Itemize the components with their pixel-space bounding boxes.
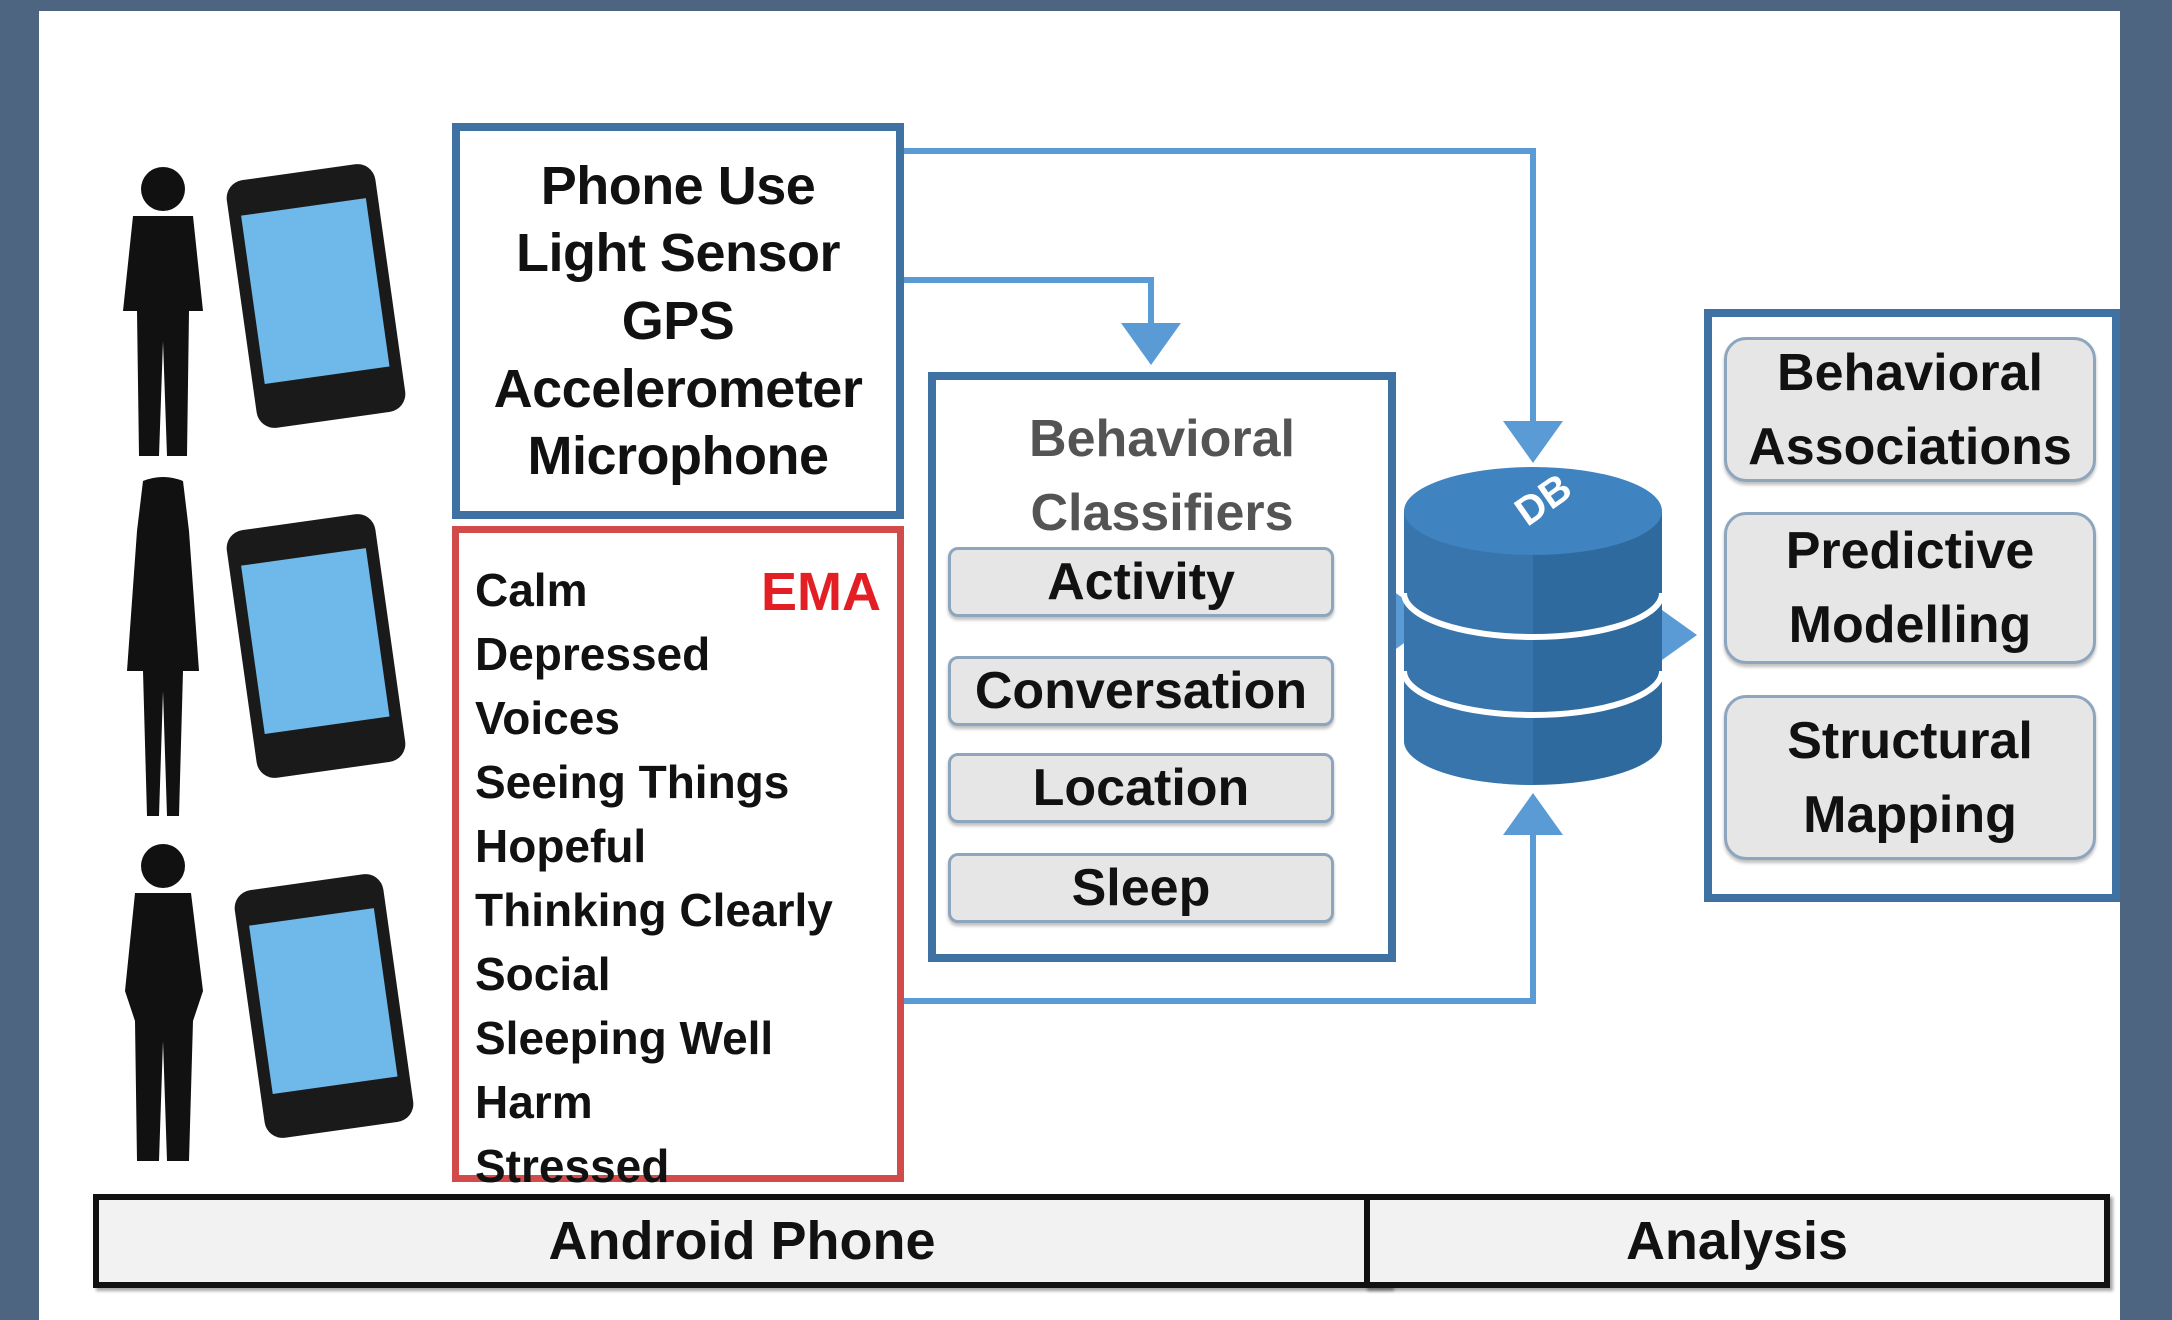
phone-icon <box>234 874 414 1138</box>
footer-android-phone: Android Phone <box>93 1194 1391 1288</box>
arrow-sensors-to-db <box>904 148 1563 463</box>
ema-item: Social <box>475 948 611 1000</box>
analysis-label-line: Predictive <box>1785 522 2035 580</box>
ema-item: Voices <box>475 692 620 744</box>
analysis-label-line: Structural <box>1787 711 2033 770</box>
analysis-methods-box: Behavioral Associations Predictive Model… <box>1704 309 2120 902</box>
ema-item: Calm <box>475 564 588 616</box>
arrow-ema-to-db <box>904 793 1563 1004</box>
sensor-label: Phone Use <box>540 155 816 216</box>
behavioral-classifiers-box: Behavioral Classifiers Activity Conversa… <box>928 372 1396 962</box>
classifiers-title-line2: Classifiers <box>1030 484 1294 542</box>
analysis-label-line: Modelling <box>1788 596 2032 654</box>
ema-item: Sleeping Well <box>475 1012 774 1064</box>
diagram-canvas: DB Phone Use <box>39 11 2120 1320</box>
analysis-predictive-modelling: Predictive Modelling <box>1724 512 2096 664</box>
classifier-sleep: Sleep <box>948 853 1334 923</box>
ema-item: Thinking Clearly <box>475 884 833 936</box>
ema-item-list: Calm Depressed Voices Seeing Things Hope… <box>475 563 833 1203</box>
person-silhouette-icon <box>123 167 203 456</box>
phone-icon <box>226 514 406 778</box>
analysis-label-line: Mapping <box>1803 785 2017 844</box>
footer-analysis: Analysis <box>1364 1194 2110 1288</box>
phone-icon <box>226 164 406 428</box>
ema-item: Stressed <box>475 1140 670 1192</box>
arrow-sensors-to-classifiers <box>904 277 1181 365</box>
ema-item: Seeing Things <box>475 756 790 808</box>
classifiers-title: Behavioral Classifiers <box>936 402 1388 550</box>
classifier-conversation: Conversation <box>948 656 1334 726</box>
analysis-label-line: Associations <box>1748 417 2072 476</box>
classifier-location: Location <box>948 753 1334 823</box>
analysis-behavioral-associations: Behavioral Associations <box>1724 337 2096 482</box>
sensor-sources-box: Phone Use Light Sensor GPS Accelerometer… <box>452 123 904 519</box>
ema-title: EMA <box>761 562 881 622</box>
ema-item: Harm <box>475 1076 593 1128</box>
database-icon: DB <box>1401 465 1665 785</box>
person-silhouette-icon <box>127 477 199 816</box>
person-silhouette-icon <box>125 844 203 1161</box>
ema-item: Depressed <box>475 628 711 680</box>
ema-item: Hopeful <box>475 820 647 872</box>
flow-arrows: DB <box>123 148 1697 1161</box>
classifiers-title-line1: Behavioral <box>1029 410 1295 468</box>
analysis-label-line: Behavioral <box>1777 343 2043 402</box>
analysis-structural-mapping: Structural Mapping <box>1724 695 2096 860</box>
sensor-label: Microphone <box>527 426 830 487</box>
sensor-label: Accelerometer <box>493 358 863 419</box>
classifier-activity: Activity <box>948 547 1334 617</box>
sensor-label: Light Sensor <box>515 223 841 284</box>
ema-box: EMA Calm Depressed Voices Seeing Things … <box>452 526 904 1192</box>
sensor-label: GPS <box>621 290 735 351</box>
